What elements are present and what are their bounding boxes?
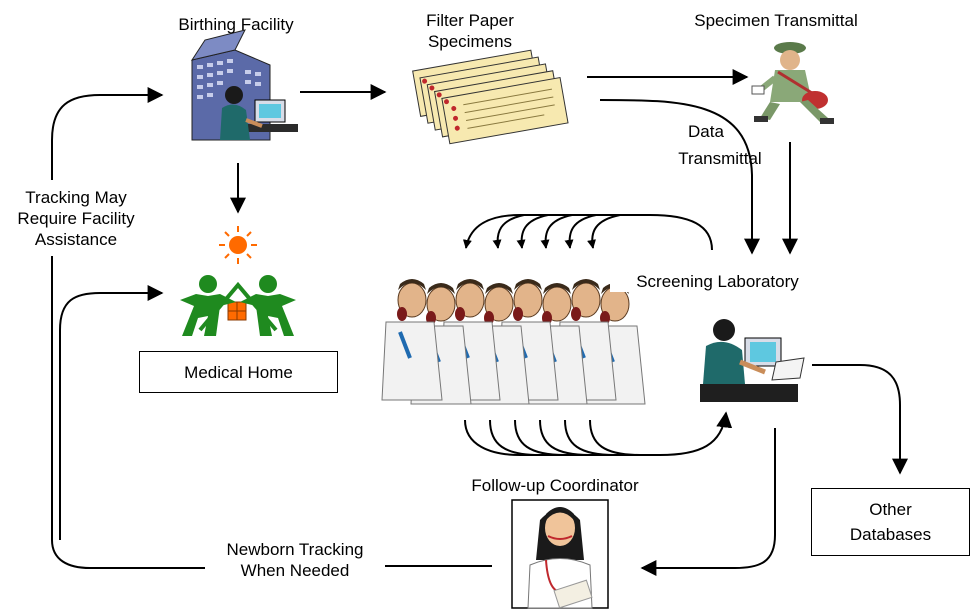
- newborn-tracking-line-2: When Needed: [240, 561, 350, 580]
- lab-technician-computer-icon: [700, 319, 805, 402]
- loop-top-5: [516, 214, 549, 249]
- data-transmittal-line-1: Data: [688, 122, 724, 141]
- family-house-sun-icon: [180, 226, 296, 336]
- followup-coordinator-label: Follow-up Coordinator: [471, 476, 639, 495]
- newborn-tracking-line-1: Newborn Tracking: [226, 540, 364, 559]
- loop-top-4: [540, 214, 573, 249]
- hospital-with-worker-icon: [190, 29, 298, 141]
- filter-paper-cards-icon: [412, 49, 569, 145]
- loop-bot-4: [539, 419, 591, 456]
- loop-top-3: [564, 214, 597, 249]
- newborn-tracking-label: Newborn Tracking When Needed: [205, 539, 385, 581]
- tracking-line-3: Assistance: [34, 230, 118, 249]
- screening-laboratory-label: Screening Laboratory: [610, 271, 825, 292]
- filter-paper-line-1: Filter Paper: [426, 11, 514, 30]
- loop-bot-5: [564, 419, 616, 456]
- other-databases-line-2: Databases: [849, 525, 932, 544]
- tracking-assistance-label: Tracking May Require Facility Assistance: [6, 187, 146, 250]
- loop-bot-2: [489, 419, 541, 456]
- specimen-transmittal-label: Specimen Transmittal: [694, 11, 858, 30]
- data-transmittal-line-2: Transmittal: [678, 149, 762, 168]
- filter-paper-line-2: Specimens: [427, 32, 513, 51]
- other-databases-line-1: Other: [869, 500, 912, 519]
- other-databases-box: Other Databases: [811, 488, 970, 556]
- loop-bot-6: [589, 419, 641, 456]
- nurse-coordinator-icon: [511, 499, 609, 609]
- birthing-facility-label: Birthing Facility: [178, 15, 294, 34]
- connectors: [51, 69, 908, 576]
- loop-top-2: [587, 214, 621, 249]
- arrow-followup-to-medical-home: [59, 285, 164, 540]
- arrow-data-transmittal: [599, 99, 760, 255]
- arrow-lab-to-coordinator: [640, 428, 776, 576]
- arrow-lab-to-scientists-top: [462, 214, 713, 251]
- loop-bot-3: [514, 419, 566, 456]
- scientist-figure: [381, 279, 443, 401]
- arrow-tracking-to-facility: [51, 87, 164, 180]
- tracking-line-2: Require Facility: [17, 209, 135, 228]
- medical-home-label: Medical Home: [184, 362, 293, 382]
- loop-top-6: [492, 214, 525, 249]
- tracking-line-1: Tracking May: [25, 188, 127, 207]
- medical-home-box: Medical Home: [139, 351, 338, 393]
- arrow-lab-to-databases: [812, 364, 908, 475]
- mail-courier-icon: [751, 42, 834, 124]
- data-transmittal-label: Data Transmittal: [650, 121, 790, 169]
- filter-paper-label: Filter Paper Specimens: [400, 10, 540, 52]
- line-tracking-bottom: [51, 256, 210, 569]
- scientists-group-icon: [381, 279, 646, 405]
